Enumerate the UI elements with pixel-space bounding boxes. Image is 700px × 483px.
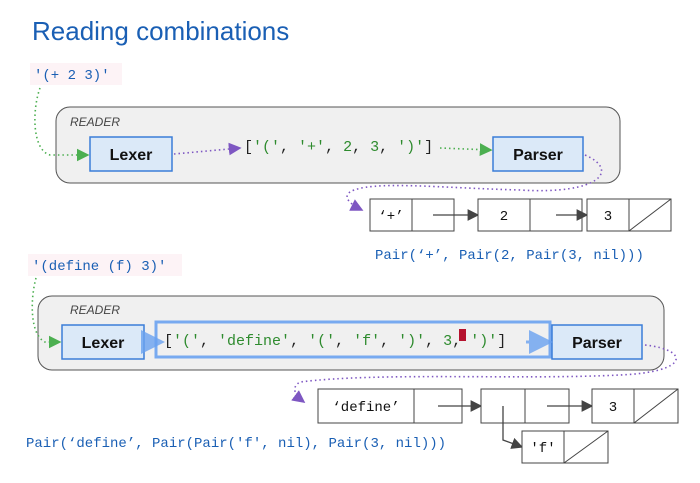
- reader-label-2: READER: [70, 303, 120, 317]
- token-3: '+': [298, 139, 325, 156]
- token-1: '(': [253, 139, 280, 156]
- lexer-label-2: Lexer: [82, 335, 125, 352]
- token-9: ')': [397, 139, 424, 156]
- lexer-box-2: [61, 324, 145, 360]
- token-2: ,: [280, 139, 298, 156]
- token-3: 'define': [218, 333, 290, 350]
- token-0: [: [244, 139, 253, 156]
- token-6: ,: [352, 139, 370, 156]
- flow-input-to-lexer-2: [31, 277, 62, 349]
- pair-expression-1: Pair(‘+’, Pair(2, Pair(3, nil))): [375, 248, 644, 264]
- token-1: '(': [173, 333, 200, 350]
- token-4: ,: [290, 333, 308, 350]
- text-cursor-marker: [459, 329, 466, 341]
- token-6: ,: [335, 333, 353, 350]
- input-1-background: [30, 63, 122, 85]
- token-5: '(': [308, 333, 335, 350]
- token-8: ,: [379, 139, 397, 156]
- flow-lexer-to-tokens-1: [173, 142, 242, 156]
- input-2-background: [28, 254, 182, 276]
- lexer-box-1: [89, 136, 173, 172]
- token-10: ,: [425, 333, 443, 350]
- token-7: 3: [370, 139, 379, 156]
- token-13: ')': [470, 333, 497, 350]
- reader-panel-2: [37, 295, 665, 371]
- token-7: 'f': [353, 333, 380, 350]
- input-2-code: '(define (f) 3)': [32, 259, 166, 275]
- token-10: ]: [424, 139, 433, 156]
- parser-box-1: [492, 136, 584, 172]
- token-4: ,: [325, 139, 343, 156]
- lexer-label-1: Lexer: [110, 147, 153, 164]
- flow-parser-to-pairs-1: [346, 154, 603, 211]
- pair-cell-f-first: 'f': [530, 441, 555, 457]
- token-14: ]: [497, 333, 506, 350]
- flow-parser-to-pairs-2: [291, 344, 677, 403]
- token-8: ,: [380, 333, 398, 350]
- reader-label-1: READER: [70, 115, 120, 129]
- parser-label-1: Parser: [513, 147, 563, 164]
- pair-cell-f: [521, 430, 609, 464]
- page-title: Reading combinations: [32, 16, 289, 46]
- reader-panel-1: [55, 106, 621, 184]
- pair-cell-three: [591, 388, 679, 424]
- pair-cell-1-first: ‘+’: [378, 209, 403, 225]
- pair-expression-2: Pair(‘define’, Pair(Pair('f', nil), Pair…: [26, 436, 446, 452]
- token-list-1: ['(', '+', 2, 3, ')']: [244, 139, 433, 156]
- pair-cell-define-first: ‘define’: [332, 400, 399, 416]
- token-0: [: [164, 333, 173, 350]
- token-11: 3: [443, 333, 452, 350]
- input-1-code: '(+ 2 3)': [34, 68, 110, 84]
- pair-cell-3: [586, 198, 672, 232]
- pair-cell-three-first: 3: [609, 400, 617, 416]
- parser-box-2: [551, 324, 643, 360]
- pair-cell-2-first: 2: [500, 209, 508, 225]
- flow-input-to-lexer-1: [34, 87, 90, 162]
- token-5: 2: [343, 139, 352, 156]
- parser-label-2: Parser: [572, 335, 622, 352]
- pair-cell-define: [317, 388, 463, 424]
- pair-arrow-down: [502, 406, 524, 449]
- token-list-2: ['(', 'define', '(', 'f', ')', 3, ')']: [164, 333, 506, 350]
- token-2: ,: [200, 333, 218, 350]
- pair-cell-3-first: 3: [604, 209, 612, 225]
- token-9: ')': [398, 333, 425, 350]
